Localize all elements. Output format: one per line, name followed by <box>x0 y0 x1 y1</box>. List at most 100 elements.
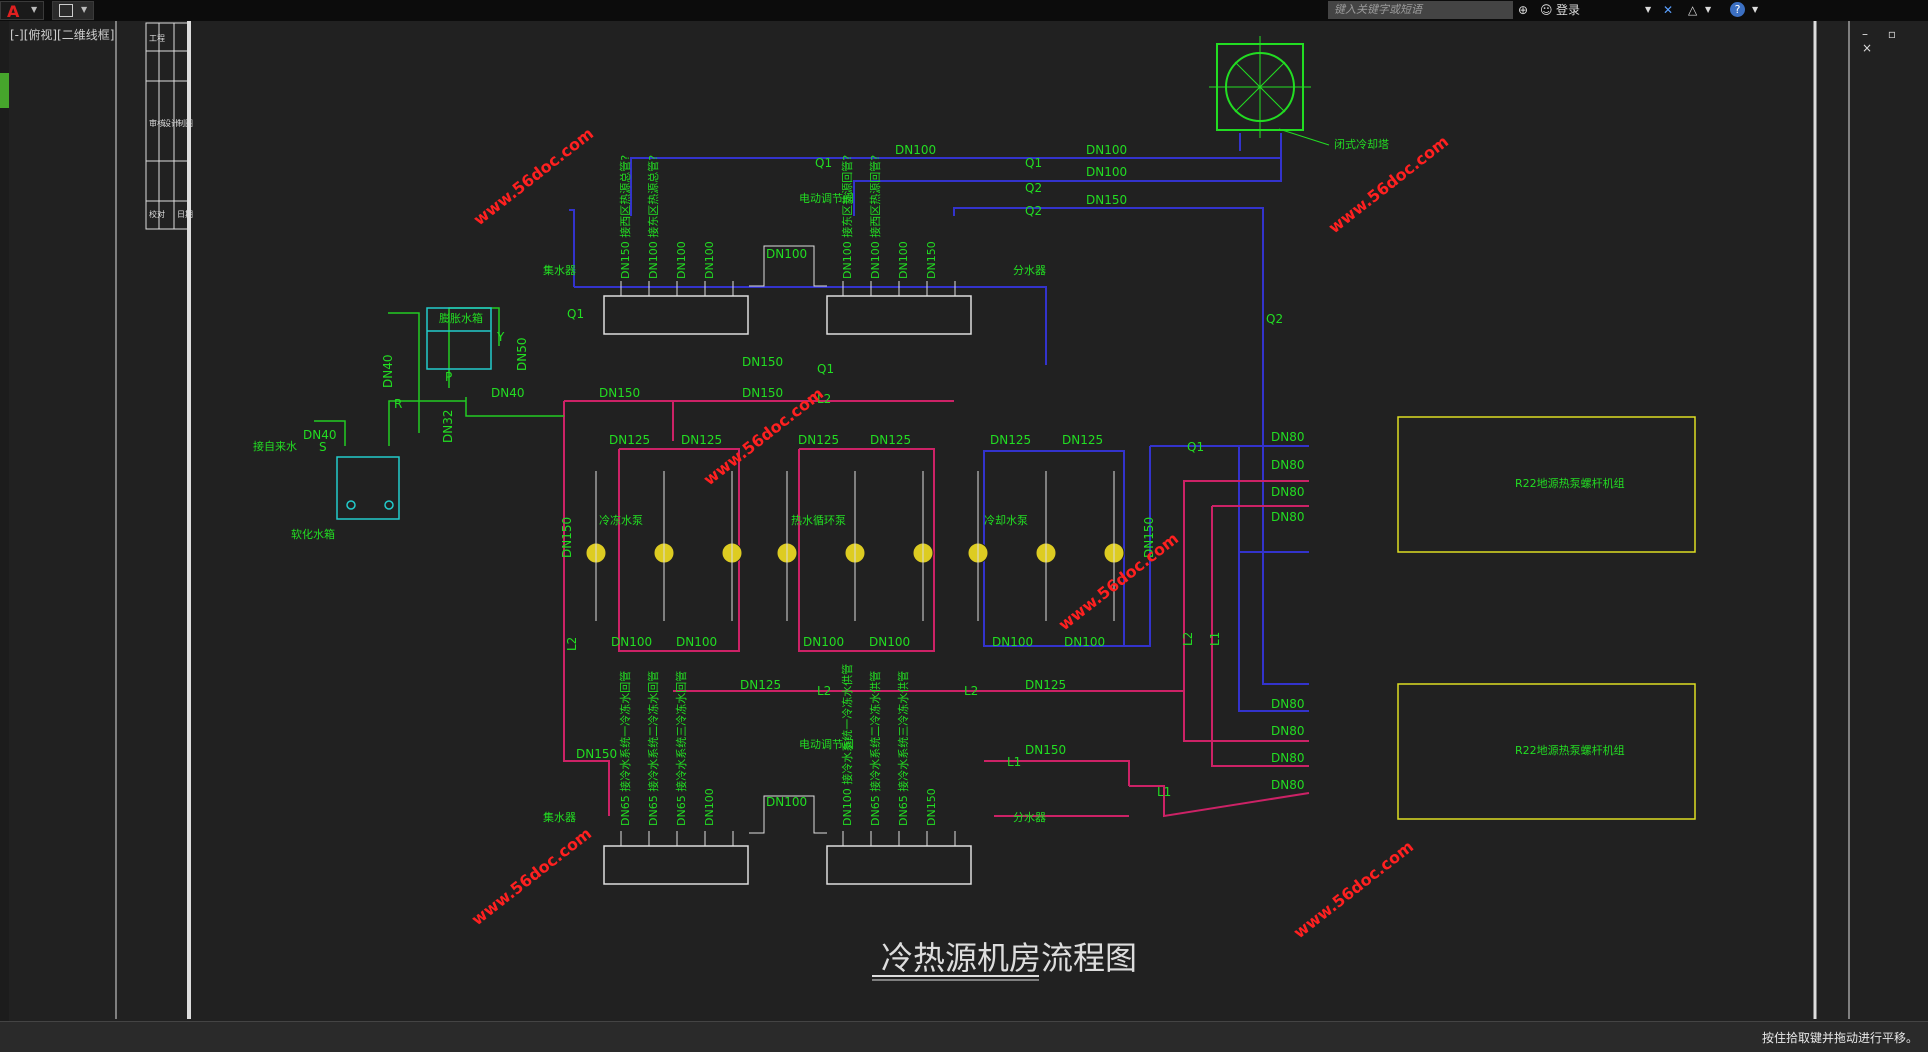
quick-access-toolbar[interactable]: ▼ <box>52 1 94 20</box>
autocad-logo-icon: A <box>7 2 20 21</box>
pipe-label: DN150 <box>599 386 640 400</box>
branch-label: DN100 接西区热源回管? <box>868 155 882 279</box>
manifold-branches <box>620 245 956 846</box>
pump-risers <box>595 471 1115 621</box>
makeup-water-pipes <box>314 307 564 446</box>
title-block-text: 工程 审核 设计 制图 校对 日期 <box>149 34 193 219</box>
svg-text:制图: 制图 <box>177 118 193 128</box>
pipe-tag: L2 <box>565 637 579 651</box>
pipe-label: DN100 <box>803 635 844 649</box>
valve-label-top: 电动调节阀 <box>799 191 854 205</box>
watermark: www.56doc.com <box>470 124 597 229</box>
branch-label: DN65 接冷水系统三冷冻水回管 <box>674 671 688 826</box>
svg-text:审核: 审核 <box>149 118 165 128</box>
pipe-label: DN150 <box>1086 193 1127 207</box>
pipe-label: DN150 <box>742 386 783 400</box>
chevron-down-icon[interactable]: ▼ <box>1752 5 1759 14</box>
pipe-label: DN150 <box>742 355 783 369</box>
cooling-pump-label: 冷却水泵 <box>984 514 1028 527</box>
pipe-label: DN40 <box>491 386 525 400</box>
pipe-label: DN100 <box>1086 165 1127 179</box>
pipe-label: DN80 <box>1271 724 1305 738</box>
branch-label: DN100 接冷水系统一冷冻水供管 <box>840 664 854 826</box>
viewport-controls[interactable]: [-][俯视][二维线框] <box>10 28 115 42</box>
pipe-tag: L1 <box>1208 632 1222 646</box>
branch-label: DN150 接西区热源总管? <box>618 155 632 279</box>
expansion-tank <box>426 307 492 370</box>
pipe-label: DN100 <box>766 795 807 809</box>
a360-icon[interactable]: △ <box>1688 3 1698 17</box>
pipe-tag: Q1 <box>567 307 584 321</box>
pipe-label: DN150 <box>560 517 574 558</box>
pipe-label: DN100 <box>895 143 936 157</box>
pipe-tag: L2 <box>964 684 978 698</box>
pipe-tag: Q2 <box>1025 181 1042 195</box>
pipe-tag: Y <box>496 330 505 344</box>
tower-label: 闭式冷却塔 <box>1334 138 1389 151</box>
branch-label: DN65 接冷水系统二冷冻水回管 <box>646 671 660 826</box>
pipe-tag: L2 <box>1181 632 1195 646</box>
branch-label: DN100 <box>703 241 716 279</box>
pipe-tag: L2 <box>817 684 831 698</box>
branch-label: DN150 <box>925 241 938 279</box>
pipe-label: DN80 <box>1271 510 1305 524</box>
branch-label: DN100 <box>897 241 910 279</box>
pipe-label: DN150 <box>576 747 617 761</box>
collector-label-bottom: 集水器 <box>543 810 576 824</box>
window-controls[interactable]: – ▫ × <box>1862 27 1904 55</box>
pipe-label: DN80 <box>1271 458 1305 472</box>
pipe-tag: Q1 <box>1187 440 1204 454</box>
chevron-down-icon: ▼ <box>31 5 38 14</box>
distributor-label-top: 分水器 <box>1013 264 1046 277</box>
pipe-label: DN150 <box>1142 517 1156 558</box>
drawing-frame <box>115 21 1850 1019</box>
pipe-label: DN40 <box>303 428 337 442</box>
watermark: www.56doc.com <box>468 824 595 929</box>
svg-text:日期: 日期 <box>177 210 193 219</box>
hot-pump-label: 热水循环泵 <box>791 514 846 527</box>
search-input[interactable]: 键入关键字或短语 <box>1328 1 1513 19</box>
unit1-label: R22地源热泵螺杆机组 <box>1515 476 1625 490</box>
pipe-label: DN32 <box>441 410 455 444</box>
binoculars-icon[interactable]: ⊕ <box>1518 3 1529 17</box>
pipe-tag: L1 <box>1157 785 1171 799</box>
save-icon <box>59 4 73 17</box>
drawing-canvas[interactable]: 工程 审核 设计 制图 校对 日期 闭式冷却塔 <box>9 21 1928 1021</box>
pipe-label: DN125 <box>681 433 722 447</box>
pipe-label: DN80 <box>1271 751 1305 765</box>
branch-label: DN100 接东区热源回管? <box>840 155 854 279</box>
pipe-tag: Q1 <box>817 362 834 376</box>
svg-text:校对: 校对 <box>149 209 165 219</box>
pipe-label: DN125 <box>990 433 1031 447</box>
softened-tank-label: 软化水箱 <box>291 527 335 541</box>
login-button[interactable]: 登录 <box>1556 3 1581 17</box>
palette-tab[interactable] <box>0 73 9 108</box>
chevron-down-icon[interactable]: ▼ <box>1705 5 1712 14</box>
help-icon[interactable]: ? <box>1730 2 1745 17</box>
pipe-label: DN80 <box>1271 778 1305 792</box>
status-bar: 按住拾取键并拖动进行平移。 <box>0 1021 1928 1053</box>
valve-label-bottom: 电动调节阀 <box>799 737 854 751</box>
expansion-tank-label: 膨胀水箱 <box>439 311 483 325</box>
pipe-label: DN80 <box>1271 697 1305 711</box>
pipe-tag: Q1 <box>1025 156 1042 170</box>
branch-label: DN65 接冷水系统三冷冻水供管 <box>896 671 910 826</box>
heat-pump-units <box>1397 416 1696 820</box>
svg-text:工程: 工程 <box>149 34 165 43</box>
pipe-tag: L2 <box>817 392 831 406</box>
pipe-label: DN100 <box>992 635 1033 649</box>
pipe-label: DN125 <box>1062 433 1103 447</box>
status-hint: 按住拾取键并拖动进行平移。 <box>1761 1031 1918 1045</box>
supply-pipes <box>569 133 1309 712</box>
pipe-label: DN125 <box>870 433 911 447</box>
bottom-edge <box>0 1052 1928 1058</box>
exchange-icon[interactable]: ✕ <box>1663 3 1674 17</box>
app-menu-button[interactable]: A ▼ <box>0 1 44 21</box>
svg-text:设计: 设计 <box>163 118 179 128</box>
pipe-label: DN125 <box>609 433 650 447</box>
pipe-tag: S <box>319 440 327 454</box>
pipe-label: DN100 <box>869 635 910 649</box>
unit2-label: R22地源热泵螺杆机组 <box>1515 743 1625 757</box>
chevron-down-icon[interactable]: ▼ <box>1645 5 1652 14</box>
pipe-label: DN125 <box>798 433 839 447</box>
